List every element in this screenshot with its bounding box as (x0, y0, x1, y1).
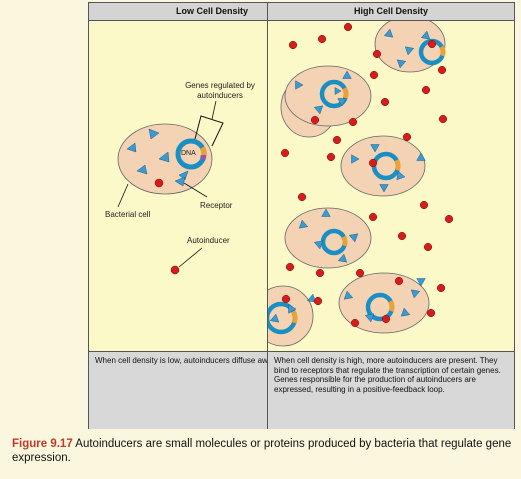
figure-caption: Figure 9.17 Autoinducers are small molec… (12, 437, 517, 465)
genes-label: Genes regulated by autoinducers (185, 81, 255, 100)
autoinducer (154, 178, 164, 188)
high-density-title: High Cell Density (268, 3, 514, 21)
receptor (174, 176, 186, 187)
autoinducer (426, 308, 436, 318)
figure-caption-text: Autoinducers are small molecules or prot… (12, 438, 512, 464)
autoinducer (170, 265, 180, 275)
bacterial-cell (338, 272, 430, 334)
receptor-pointer-line (183, 182, 208, 198)
autoinducer (372, 49, 382, 59)
regulated-genes (388, 299, 395, 312)
receptor (178, 170, 189, 181)
regulated-genes (394, 158, 401, 171)
autoinducer (436, 283, 446, 293)
receptor (148, 128, 160, 140)
autoinducer-label: Autoinducer (187, 236, 230, 245)
autoinducer-pointer-line (178, 247, 203, 268)
receptor (321, 208, 331, 217)
autoinducer (348, 117, 358, 127)
regulated-genes-band (199, 154, 207, 161)
high-density-caption: When cell density is high, more autoindu… (268, 351, 514, 429)
receptor (126, 142, 137, 153)
autoinducer (427, 39, 437, 49)
receptor (379, 184, 389, 193)
receptor (416, 278, 426, 287)
receptor (416, 152, 426, 161)
receptor-label: Receptor (200, 201, 233, 210)
autoinducer (368, 158, 378, 168)
autoinducer (368, 212, 378, 222)
receptor (370, 144, 380, 153)
receptor (404, 46, 415, 56)
receptor (158, 151, 170, 163)
receptor (313, 240, 324, 250)
regulated-genes (341, 235, 348, 247)
cell-pointer-line (117, 183, 129, 208)
autoinducer (421, 85, 431, 95)
receptor (342, 70, 352, 79)
receptor (343, 290, 354, 300)
bacterial-cell (340, 135, 426, 197)
autoinducer (343, 22, 353, 32)
autoinducer (285, 262, 295, 272)
receptor (383, 28, 394, 38)
autoinducer (402, 132, 412, 142)
autoinducer (332, 135, 342, 145)
regulated-genes (290, 310, 298, 324)
receptor (295, 80, 304, 90)
high-density-diagram (268, 21, 454, 347)
autoinducer (423, 242, 433, 252)
autoinducer (317, 34, 327, 44)
autoinducer (381, 314, 391, 324)
receptor (400, 307, 411, 317)
receptor (288, 304, 297, 314)
receptor (337, 98, 347, 107)
receptor (351, 154, 360, 164)
autoinducer (313, 296, 323, 306)
regulated-genes (439, 45, 446, 57)
receptor (348, 233, 359, 243)
autoinducer (394, 276, 404, 286)
bacterial-cell-label: Bacterial cell (105, 210, 151, 219)
autoinducer (310, 115, 320, 125)
autoinducer (438, 114, 448, 124)
receptor (269, 313, 280, 323)
genes-pointer-line (211, 100, 217, 120)
high-density-panel: High Cell Density When cell density is h… (267, 2, 515, 429)
bacterial-cell (284, 207, 372, 269)
autoinducer (419, 200, 429, 210)
receptor (337, 253, 348, 263)
receptor (396, 59, 407, 69)
autoinducer (315, 268, 325, 278)
figure-number: Figure 9.17 (12, 438, 73, 450)
low-density-diagram (117, 100, 224, 275)
receptor (334, 87, 342, 95)
receptor (420, 30, 431, 40)
genes-bracket (194, 115, 224, 147)
autoinducer (444, 214, 454, 224)
receptor (136, 164, 148, 175)
receptor (298, 219, 309, 229)
autoinducer (350, 318, 360, 328)
receptor (364, 313, 375, 323)
receptor (410, 289, 421, 299)
autoinducer (280, 148, 290, 158)
autoinducer (380, 97, 390, 107)
receptor (306, 293, 317, 303)
autoinducer (326, 152, 336, 162)
bacterial-cell (284, 65, 372, 127)
regulated-genes (342, 86, 349, 99)
receptor (396, 170, 406, 181)
autoinducer (437, 65, 447, 75)
autoinducer (397, 231, 407, 241)
autoinducer (297, 192, 307, 202)
receptor (313, 105, 324, 115)
autoinducer (369, 70, 379, 80)
autoinducer (288, 40, 298, 50)
autoinducer (355, 268, 365, 278)
autoinducer (281, 294, 291, 304)
dna-label: DNA (181, 150, 196, 157)
